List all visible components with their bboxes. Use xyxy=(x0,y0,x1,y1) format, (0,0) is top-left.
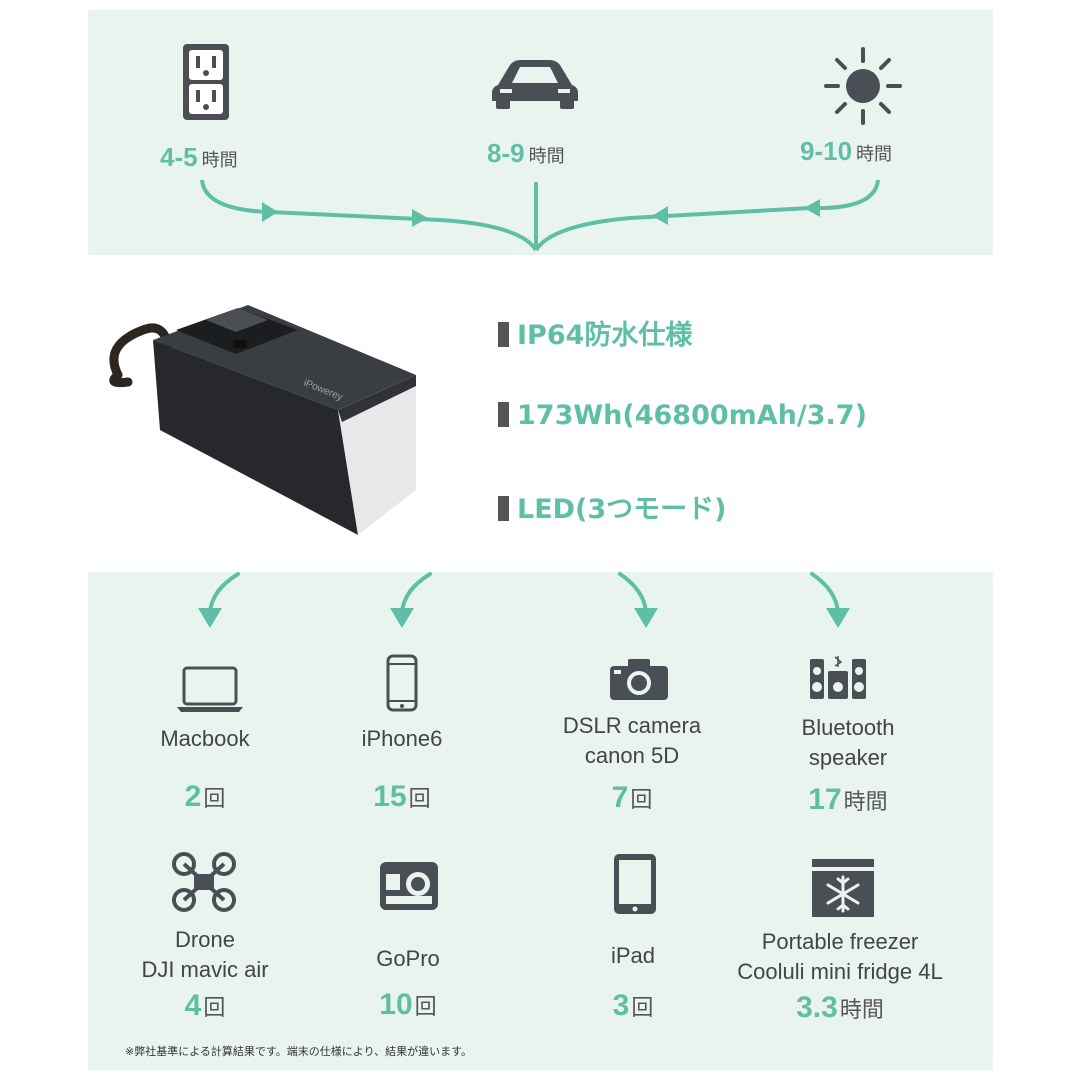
spec-bullet xyxy=(498,496,509,521)
device-name: Macbook xyxy=(160,726,250,751)
arrow-head xyxy=(634,608,658,628)
device-count: 7回 xyxy=(611,781,653,814)
device-count: 3回 xyxy=(612,989,654,1022)
arrow-head xyxy=(804,199,820,217)
device-name-line: Bluetooth xyxy=(801,715,895,740)
phone-icon xyxy=(386,654,418,712)
spec-bullet xyxy=(498,402,509,427)
device-name-line: speaker xyxy=(808,745,888,770)
device-count: 15回 xyxy=(373,780,431,813)
speaker-icon xyxy=(810,656,866,699)
car-icon xyxy=(492,60,578,109)
laptop-icon xyxy=(177,666,243,712)
spec-waterproof: IP64防水仕様 xyxy=(498,313,692,352)
device-name-line: Portable freezer xyxy=(761,929,919,954)
converging-arrows xyxy=(200,179,880,252)
device-name-line: canon 5D xyxy=(584,743,680,768)
device-macbook: Macbook 2回 xyxy=(105,724,305,816)
diverging-arrows xyxy=(198,572,850,628)
arrow-head xyxy=(412,209,428,227)
device-count: 4回 xyxy=(184,989,226,1022)
drone-icon xyxy=(172,852,236,912)
device-name-line: DSLR camera xyxy=(562,713,702,738)
camera-icon xyxy=(610,659,668,700)
device-portable-freezer: Portable freezer Cooluli mini fridge 4L … xyxy=(715,927,965,1027)
device-count: 10回 xyxy=(379,988,437,1021)
device-name: iPad xyxy=(610,943,656,968)
device-name: iPhone6 xyxy=(361,726,443,751)
spec-led: LED(3つモード) xyxy=(498,487,727,526)
device-ipad: iPad 3回 xyxy=(533,941,733,1025)
device-count: 17時間 xyxy=(808,783,888,816)
freezer-icon xyxy=(812,859,874,917)
device-name-line: Drone xyxy=(175,927,235,952)
device-iphone6: iPhone6 15回 xyxy=(302,724,502,816)
device-count: 2回 xyxy=(184,780,226,813)
arrow-head xyxy=(198,608,222,628)
gopro-icon xyxy=(380,862,438,910)
device-name-line: Cooluli mini fridge 4L xyxy=(737,959,943,984)
charging-sources-panel xyxy=(88,10,993,255)
power-bank-image: iPowerey xyxy=(109,305,416,535)
device-count: 3.3時間 xyxy=(796,991,884,1024)
arrow-head xyxy=(390,608,414,628)
arrow-head xyxy=(826,608,850,628)
arrow-head xyxy=(652,206,668,225)
device-name-line: DJI mavic air xyxy=(141,957,269,982)
device-dslr-camera: DSLR camera canon 5D 7回 xyxy=(532,711,732,817)
spec-bullet xyxy=(498,322,509,347)
footnote: ※弊社基準による計算結果です。端末の仕様により、結果が違います。 xyxy=(125,1046,473,1058)
device-name: GoPro xyxy=(376,946,440,971)
spec-capacity: 173Wh(46800mAh/3.7) xyxy=(498,400,867,431)
devices-panel xyxy=(88,572,993,1070)
device-drone: Drone DJI mavic air 4回 xyxy=(105,925,305,1025)
tablet-icon xyxy=(614,854,656,914)
device-bluetooth-speaker: Bluetooth speaker 17時間 xyxy=(748,713,948,819)
arrow-head xyxy=(262,202,278,222)
device-gopro: GoPro 10回 xyxy=(308,944,508,1024)
outlet-icon xyxy=(183,44,229,120)
sun-icon xyxy=(824,47,902,125)
